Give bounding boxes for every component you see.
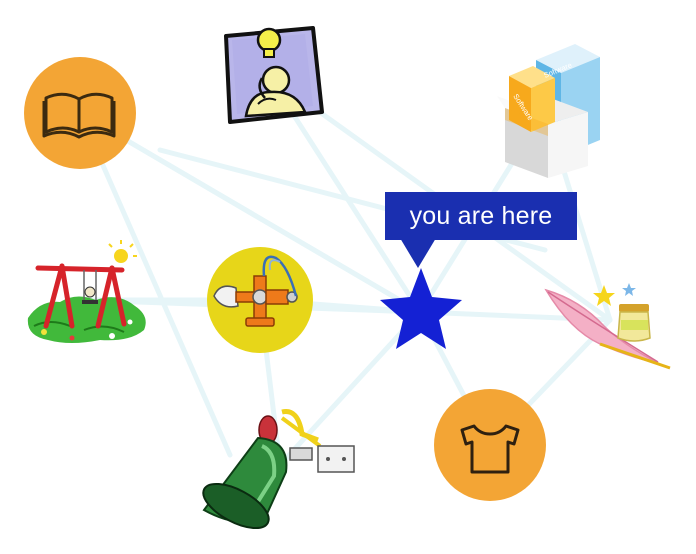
speech-bubble: you are here <box>385 192 577 240</box>
shirt-node[interactable] <box>434 389 546 501</box>
software-box-icon: Software Software <box>497 44 600 178</box>
magic-node[interactable] <box>544 283 671 370</box>
quill-stars-icon <box>544 283 671 370</box>
idea-node[interactable] <box>224 26 324 124</box>
bell-node[interactable] <box>197 408 355 537</box>
gadget-node[interactable] <box>207 247 313 353</box>
swing-node[interactable] <box>27 240 146 343</box>
you-are-here-marker <box>380 238 462 349</box>
bell-icon <box>202 408 355 530</box>
software-node[interactable]: Software Software <box>497 44 600 178</box>
connector-line <box>277 309 423 468</box>
book-icon <box>42 92 116 139</box>
you-are-here-label: you are here <box>409 202 553 230</box>
connector-line <box>77 110 233 458</box>
connector-line <box>77 110 423 315</box>
contraption-icon <box>213 255 298 327</box>
swing-set-icon <box>27 240 146 343</box>
book-node[interactable] <box>24 57 136 169</box>
tshirt-icon <box>460 424 520 474</box>
speech-bubble-pointer <box>400 238 436 268</box>
lightbulb-idea-icon <box>224 26 324 124</box>
star-icon <box>380 268 462 349</box>
